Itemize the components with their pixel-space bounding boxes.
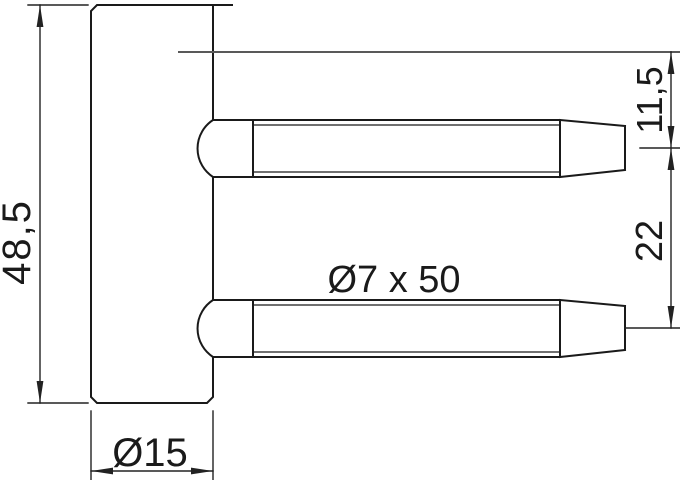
- pin-head-arc: [196, 298, 215, 359]
- pin-head: [212, 119, 254, 178]
- body-outline: [90, 4, 214, 404]
- arrow-up-icon: [36, 5, 44, 27]
- arrow-down-icon: [667, 126, 675, 148]
- dimension-lines: [27, 4, 680, 480]
- pin-head-arc: [196, 118, 215, 179]
- pin-taper: [558, 298, 627, 359]
- pin-shaft: [252, 119, 561, 178]
- pin-size-label: Ø7 x 50: [327, 259, 460, 301]
- pin-spacing-label: 22: [629, 220, 671, 262]
- arrow-down-icon: [667, 306, 675, 328]
- lower-pin: [196, 298, 627, 359]
- arrow-right-icon: [191, 467, 213, 475]
- body-diameter-label: Ø15: [112, 431, 188, 475]
- pin-shaft: [252, 299, 561, 358]
- upper-pin: [196, 118, 627, 179]
- height-label: 48,5: [0, 199, 39, 285]
- pin-head: [212, 299, 254, 358]
- pin-shaft-inner-lines: [252, 124, 561, 173]
- arrow-left-icon: [91, 467, 113, 475]
- hinge-part: [90, 4, 627, 404]
- arrow-up-icon: [667, 52, 675, 74]
- dimension-arrowheads: [36, 5, 675, 475]
- pin-shaft-inner-lines: [252, 304, 561, 353]
- top-offset-label: 11,5: [629, 66, 670, 133]
- hinge-body: [90, 4, 233, 404]
- pin-taper: [558, 118, 627, 179]
- dimension-labels: 48,5 11,5 22 Ø7 x 50 Ø15: [0, 66, 671, 475]
- arrow-up-icon: [667, 148, 675, 170]
- arrow-down-icon: [36, 381, 44, 403]
